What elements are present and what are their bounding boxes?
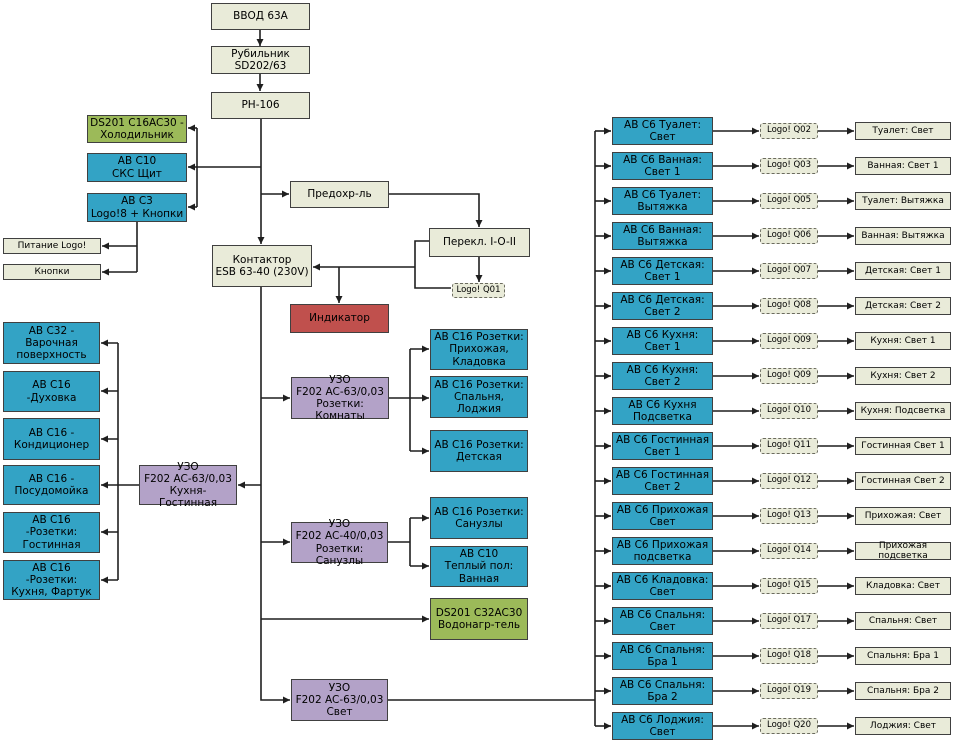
node-main-input: ВВОД 63А [211, 3, 310, 30]
row-18-logo-output: Logo! Q20 [760, 718, 818, 734]
node-breaker-dishwasher: АВ С16 - Посудомойка [3, 465, 100, 505]
node-breaker-floor-heating: АВ С10 Теплый пол: Ванная [430, 546, 528, 587]
node-breaker-sockets-hallway: АВ С16 Розетки: Прихожая, Кладовка [430, 329, 528, 370]
row-17-label: Спальня: Бра 2 [855, 682, 951, 700]
row-7-label: Кухня: Свет 1 [855, 332, 951, 350]
row-11-logo-output: Logo! Q12 [760, 473, 818, 489]
row-13-breaker: АВ С6 Прихожая подсветка [612, 537, 713, 565]
row-1-logo-output: Logo! Q02 [760, 123, 818, 139]
node-disconnector: Рубильник SD202/63 [211, 46, 310, 74]
node-logo-q01: Logo! Q01 [452, 283, 505, 298]
node-breaker-sockets-bedroom: АВ С16 Розетки: Спальня, Лоджия [430, 376, 528, 418]
row-8-logo-output: Logo! Q09 [760, 368, 818, 384]
row-11-label: Гостинная Свет 2 [855, 472, 951, 490]
row-12-logo-output: Logo! Q13 [760, 508, 818, 524]
row-1-label: Туалет: Свет [855, 122, 951, 140]
row-14-logo-output: Logo! Q15 [760, 578, 818, 594]
row-15-label: Спальня: Свет [855, 612, 951, 630]
row-18-breaker: АВ С6 Лоджия: Свет [612, 712, 713, 740]
row-6-logo-output: Logo! Q08 [760, 298, 818, 314]
row-10-logo-output: Logo! Q11 [760, 438, 818, 454]
node-contactor: Контактор ESB 63-40 (230V) [212, 245, 312, 287]
node-breaker-sockets-bathrooms: АВ С16 Розетки: Санузлы [430, 497, 528, 539]
node-breaker-water-heater: DS201 C32AC30 Водонагр-тель [430, 598, 528, 640]
row-4-label: Ванная: Вытяжка [855, 227, 951, 245]
row-8-breaker: АВ С6 Кухня: Свет 2 [612, 362, 713, 390]
row-8-label: Кухня: Свет 2 [855, 367, 951, 385]
row-3-label: Туалет: Вытяжка [855, 192, 951, 210]
node-indicator: Индикатор [290, 304, 389, 333]
node-switch-i-o-ii: Перекл. I-O-II [429, 228, 530, 257]
node-fuse: Предохр-ль [290, 181, 389, 208]
row-5-label: Детская: Свет 1 [855, 262, 951, 280]
row-4-breaker: АВ С6 Ванная: Вытяжка [612, 222, 713, 250]
row-16-logo-output: Logo! Q18 [760, 648, 818, 664]
row-14-label: Кладовка: Свет [855, 577, 951, 595]
row-1-breaker: АВ С6 Туалет: Свет [612, 117, 713, 145]
row-6-breaker: АВ С6 Детская: Свет 2 [612, 292, 713, 320]
node-breaker-sockets-kidsroom: АВ С16 Розетки: Детская [430, 430, 528, 472]
node-buttons: Кнопки [3, 264, 101, 280]
node-breaker-oven: АВ С16 -Духовка [3, 371, 100, 412]
row-10-breaker: АВ С6 Гостинная Свет 1 [612, 432, 713, 460]
row-2-label: Ванная: Свет 1 [855, 157, 951, 175]
row-16-label: Спальня: Бра 1 [855, 647, 951, 665]
node-breaker-sockets-kitchen: АВ С16 -Розетки: Кухня, Фартук [3, 560, 100, 600]
row-4-logo-output: Logo! Q06 [760, 228, 818, 244]
row-13-label: Прихожая подсветка [855, 541, 951, 561]
row-12-breaker: АВ С6 Прихожая Свет [612, 502, 713, 530]
row-9-breaker: АВ С6 Кухня Подсветка [612, 397, 713, 425]
row-11-breaker: АВ С6 Гостинная Свет 2 [612, 467, 713, 495]
row-5-logo-output: Logo! Q07 [760, 263, 818, 279]
node-breaker-ac: АВ С16 - Кондиционер [3, 418, 100, 460]
node-logo-power: Питание Logo! [3, 238, 101, 254]
row-9-label: Кухня: Подсветка [855, 402, 951, 420]
node-breaker-sks: АВ С10 СКС Щит [87, 153, 187, 182]
node-breaker-logo8: АВ С3 Logo!8 + Кнопки [87, 193, 187, 222]
node-rcd-bathroom-sockets: УЗО F202 AC-40/0,03 Розетки: Санузлы [291, 518, 388, 567]
row-13-logo-output: Logo! Q14 [760, 543, 818, 559]
row-15-logo-output: Logo! Q17 [760, 613, 818, 629]
row-17-logo-output: Logo! Q19 [760, 683, 818, 699]
node-breaker-fridge: DS201 C16AC30 - Холодильник [87, 115, 187, 143]
row-7-breaker: АВ С6 Кухня: Свет 1 [612, 327, 713, 355]
row-15-breaker: АВ С6 Спальня: Свет [612, 607, 713, 635]
row-6-label: Детская: Свет 2 [855, 297, 951, 315]
row-7-logo-output: Logo! Q09 [760, 333, 818, 349]
node-rcd-room-sockets: УЗО F202 AC-63/0,03 Розетки: Комнаты [291, 374, 389, 422]
row-2-logo-output: Logo! Q03 [760, 158, 818, 174]
row-14-breaker: АВ С6 Кладовка: Свет [612, 572, 713, 600]
row-2-breaker: АВ С6 Ванная: Свет 1 [612, 152, 713, 180]
row-17-breaker: АВ С6 Спальня: Бра 2 [612, 677, 713, 705]
node-breaker-cooktop: АВ С32 - Варочная поверхность [3, 322, 100, 364]
row-3-breaker: АВ С6 Туалет: Вытяжка [612, 187, 713, 215]
node-voltage-relay: РН-106 [211, 92, 310, 119]
row-18-label: Лоджия: Свет [855, 717, 951, 735]
node-rcd-light: УЗО F202 AC-63/0,03 Свет [291, 679, 388, 721]
row-9-logo-output: Logo! Q10 [760, 403, 818, 419]
node-breaker-sockets-living: АВ С16 -Розетки: Гостинная [3, 512, 100, 553]
row-16-breaker: АВ С6 Спальня: Бра 1 [612, 642, 713, 670]
row-12-label: Прихожая: Свет [855, 507, 951, 525]
row-3-logo-output: Logo! Q05 [760, 193, 818, 209]
row-10-label: Гостинная Свет 1 [855, 437, 951, 455]
node-rcd-kitchen-living: УЗО F202 AC-63/0,03 Кухня-Гостинная [139, 461, 237, 509]
row-5-breaker: АВ С6 Детская: Свет 1 [612, 257, 713, 285]
